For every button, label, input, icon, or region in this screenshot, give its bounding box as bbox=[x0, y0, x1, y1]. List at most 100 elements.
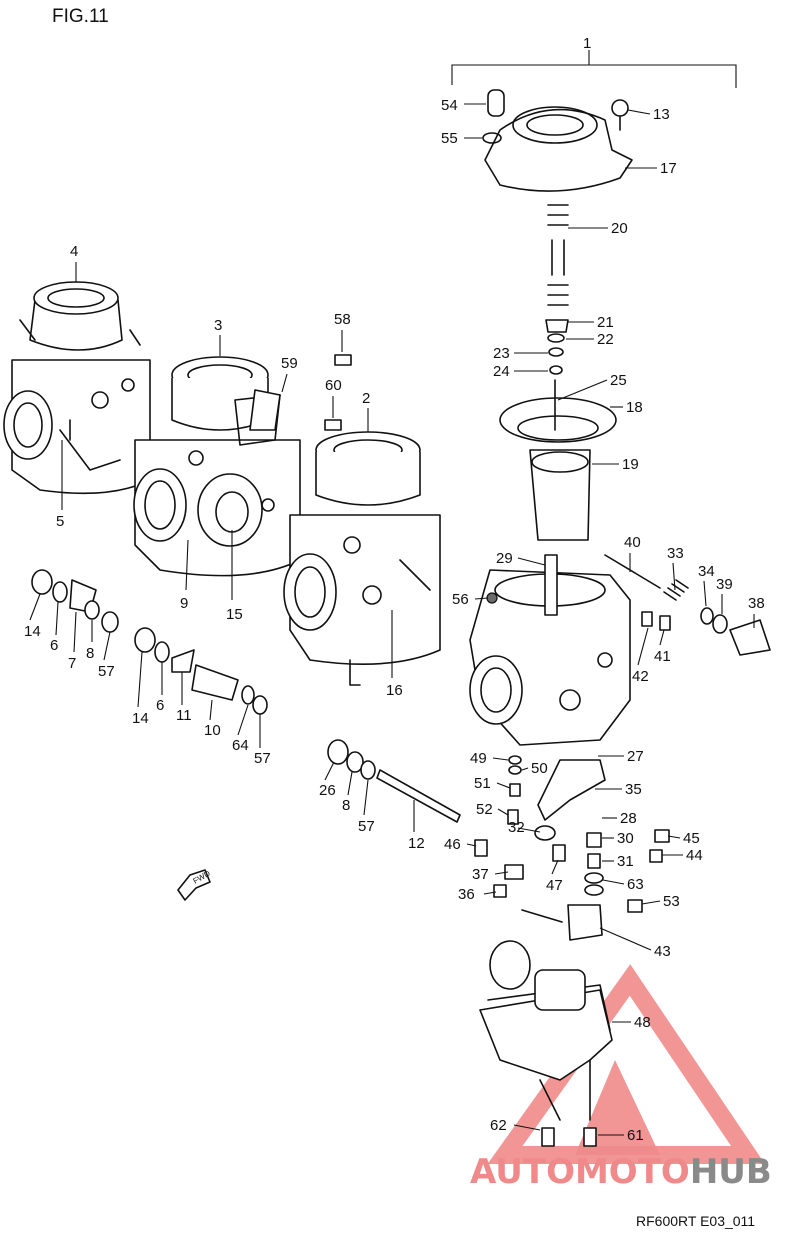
callout-37: 37 bbox=[472, 866, 489, 883]
callout-57: 57 bbox=[358, 818, 375, 835]
leader-line-45 bbox=[667, 835, 681, 839]
spring-20 bbox=[547, 204, 569, 306]
callout-61: 61 bbox=[627, 1127, 644, 1144]
watermark-text-primary: AUTOMOTO bbox=[470, 1152, 690, 1192]
callout-5: 5 bbox=[56, 513, 64, 530]
callout-33: 33 bbox=[667, 545, 684, 562]
carburetor-4 bbox=[3, 281, 151, 495]
leader-line-42 bbox=[637, 627, 649, 666]
fittings-top-middle bbox=[249, 354, 352, 431]
leader-line-32 bbox=[517, 827, 541, 833]
callout-2: 2 bbox=[362, 390, 370, 407]
callout-17: 17 bbox=[660, 160, 677, 177]
svg-text:AUTOMOTOHUB: AUTOMOTOHUB bbox=[470, 1152, 772, 1192]
callout-36: 36 bbox=[458, 886, 475, 903]
callout-28: 28 bbox=[620, 810, 637, 827]
callout-26: 26 bbox=[319, 782, 336, 799]
assembly-bracket bbox=[451, 50, 737, 88]
leader-line-57 bbox=[363, 779, 369, 816]
callout-56: 56 bbox=[452, 591, 469, 608]
leader-line-50 bbox=[521, 767, 529, 771]
callout-32: 32 bbox=[508, 819, 525, 836]
callout-63: 63 bbox=[627, 876, 644, 893]
callout-leaders bbox=[29, 103, 755, 1136]
callout-57: 57 bbox=[98, 663, 115, 680]
callout-64: 64 bbox=[232, 737, 249, 754]
leader-line-14 bbox=[29, 593, 41, 621]
callout-12: 12 bbox=[408, 835, 425, 852]
callout-4: 4 bbox=[70, 243, 78, 260]
callout-1: 1 bbox=[583, 35, 591, 52]
leader-line-26 bbox=[324, 761, 335, 781]
callout-44: 44 bbox=[686, 847, 703, 864]
leader-line-59 bbox=[281, 373, 288, 393]
figure-code: RF600RT E03_011 bbox=[636, 1213, 755, 1229]
leader-line-64 bbox=[237, 704, 249, 736]
callout-8: 8 bbox=[86, 645, 94, 662]
leader-line-9 bbox=[185, 539, 189, 591]
carburetor-body bbox=[469, 554, 631, 746]
fittings-left bbox=[31, 569, 119, 633]
watermark-text-secondary: HUB bbox=[690, 1152, 772, 1192]
callout-18: 18 bbox=[626, 399, 643, 416]
leader-line-6 bbox=[55, 601, 59, 636]
leader-line-29 bbox=[517, 557, 546, 566]
callout-20: 20 bbox=[611, 220, 628, 237]
pin-54 bbox=[487, 89, 505, 117]
throttle-shaft-12 bbox=[327, 739, 461, 823]
leader-line-34 bbox=[703, 580, 707, 607]
callout-45: 45 bbox=[683, 830, 700, 847]
callout-31: 31 bbox=[617, 853, 634, 870]
callout-7: 7 bbox=[68, 655, 76, 672]
leader-line-8 bbox=[347, 771, 353, 796]
callout-62: 62 bbox=[490, 1117, 507, 1134]
callout-47: 47 bbox=[546, 877, 563, 894]
leader-line-47 bbox=[551, 859, 559, 875]
callout-53: 53 bbox=[663, 893, 680, 910]
fittings-middle bbox=[134, 627, 268, 715]
callout-58: 58 bbox=[334, 311, 351, 328]
leader-line-14 bbox=[137, 651, 143, 708]
float-bowl bbox=[479, 940, 613, 1121]
callout-8: 8 bbox=[342, 797, 350, 814]
small-parts-21-24 bbox=[545, 319, 569, 375]
leader-line-41 bbox=[659, 629, 665, 646]
callout-43: 43 bbox=[654, 943, 671, 960]
carburetor-3 bbox=[133, 356, 301, 577]
leader-line-33 bbox=[672, 562, 676, 591]
callout-6: 6 bbox=[50, 637, 58, 654]
callout-35: 35 bbox=[625, 781, 642, 798]
diaphragm-18 bbox=[499, 379, 617, 443]
leader-line-46 bbox=[466, 843, 477, 847]
leader-line-43 bbox=[599, 927, 652, 951]
callout-29: 29 bbox=[496, 550, 513, 567]
callout-50: 50 bbox=[531, 760, 548, 777]
leader-line-63 bbox=[602, 879, 625, 885]
leader-line-49 bbox=[492, 757, 509, 761]
callout-21: 21 bbox=[597, 314, 614, 331]
callout-54: 54 bbox=[441, 97, 458, 114]
fittings-lower bbox=[474, 755, 670, 1147]
clip-55 bbox=[482, 132, 502, 144]
leader-line-53 bbox=[641, 900, 661, 905]
callout-40: 40 bbox=[624, 534, 641, 551]
callout-48: 48 bbox=[634, 1014, 651, 1031]
callout-16: 16 bbox=[386, 682, 403, 699]
fwd-arrow: FWD bbox=[177, 869, 212, 901]
figure-title: FIG.11 bbox=[52, 6, 109, 27]
leader-line-52 bbox=[497, 808, 509, 816]
callout-30: 30 bbox=[617, 830, 634, 847]
leader-line-10 bbox=[209, 699, 213, 721]
callout-38: 38 bbox=[748, 595, 765, 612]
callout-6: 6 bbox=[156, 697, 164, 714]
callout-23: 23 bbox=[493, 345, 510, 362]
callout-10: 10 bbox=[204, 722, 221, 739]
callout-14: 14 bbox=[24, 623, 41, 640]
callout-52: 52 bbox=[476, 801, 493, 818]
callout-22: 22 bbox=[597, 331, 614, 348]
callout-labels: 1234566788910111213141415161718192021222… bbox=[24, 35, 765, 1144]
leader-line-57 bbox=[103, 631, 111, 661]
callout-49: 49 bbox=[470, 750, 487, 767]
callout-14: 14 bbox=[132, 710, 149, 727]
